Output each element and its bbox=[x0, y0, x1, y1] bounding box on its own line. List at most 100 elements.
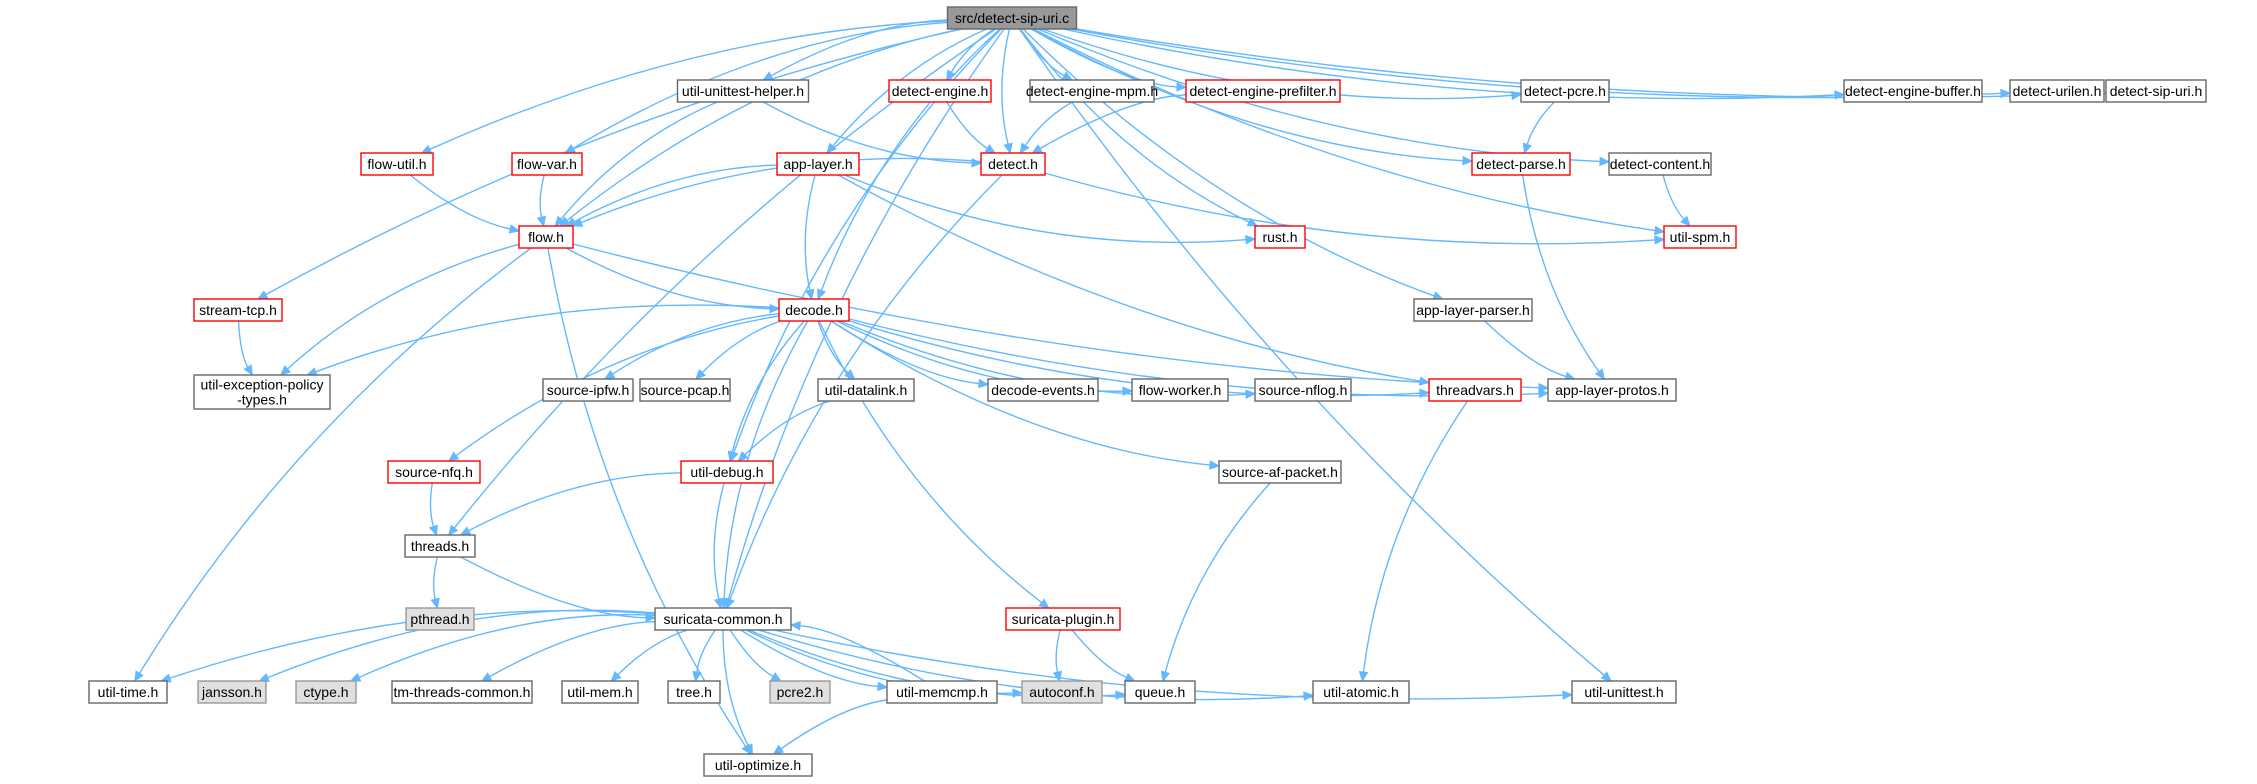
node-stream_tcp[interactable]: stream-tcp.h bbox=[193, 298, 283, 322]
node-util_unittest[interactable]: util-unittest.h bbox=[1571, 680, 1677, 704]
edge-detect_content-to-util_spm bbox=[1662, 174, 1691, 227]
edge-util_memcmp-to-util_optimize bbox=[772, 699, 888, 755]
edge-root-to-rust bbox=[1019, 28, 1259, 227]
node-box bbox=[1124, 680, 1196, 704]
edge-threads-to-pthread bbox=[430, 556, 440, 610]
node-box bbox=[680, 460, 774, 484]
node-box bbox=[639, 378, 731, 402]
node-label: app-layer-protos.h bbox=[1555, 382, 1669, 398]
node-label: util-unittest-helper.h bbox=[682, 83, 804, 99]
node-app_layer_parser[interactable]: app-layer-parser.h bbox=[1413, 298, 1533, 322]
node-detect_sip_uri[interactable]: detect-sip-uri.h bbox=[2105, 79, 2207, 103]
edge-layer bbox=[134, 19, 2108, 756]
node-flow_var[interactable]: flow-var.h bbox=[511, 152, 583, 176]
node-box bbox=[1608, 152, 1712, 176]
node-box bbox=[405, 607, 475, 631]
node-suricata_plugin[interactable]: suricata-plugin.h bbox=[1005, 607, 1121, 631]
node-label: util-optimize.h bbox=[715, 757, 801, 773]
node-detect_urilen[interactable]: detect-urilen.h bbox=[2009, 79, 2105, 103]
node-detect[interactable]: detect.h bbox=[980, 152, 1046, 176]
node-box bbox=[778, 298, 850, 322]
node-pthread[interactable]: pthread.h bbox=[405, 607, 475, 631]
edge-decode-to-source_nfq bbox=[447, 315, 780, 462]
node-flow_util[interactable]: flow-util.h bbox=[360, 152, 434, 176]
node-box bbox=[1843, 79, 1983, 103]
node-suricata_common[interactable]: suricata-common.h bbox=[654, 607, 792, 631]
node-detect_engine_mpm[interactable]: detect-engine-mpm.h bbox=[1026, 79, 1158, 103]
node-box bbox=[1185, 79, 1341, 103]
edge-suricata_common-to-ctype bbox=[349, 613, 656, 682]
node-flow_worker[interactable]: flow-worker.h bbox=[1131, 378, 1229, 402]
node-decode[interactable]: decode.h bbox=[778, 298, 850, 322]
edge-decode-to-source_ipfw bbox=[603, 312, 780, 380]
node-threads[interactable]: threads.h bbox=[404, 534, 476, 558]
node-detect_engine_buffer[interactable]: detect-engine-buffer.h bbox=[1843, 79, 1983, 103]
edge-detect-to-util_spm bbox=[1044, 172, 1666, 245]
node-unittest_helper[interactable]: util-unittest-helper.h bbox=[676, 79, 810, 103]
node-autoconf[interactable]: autoconf.h bbox=[1021, 680, 1103, 704]
node-box bbox=[1428, 378, 1522, 402]
edge-suricata_common-to-util_mem bbox=[610, 629, 688, 682]
node-box bbox=[1029, 79, 1155, 103]
node-decode_events[interactable]: decode-events.h bbox=[987, 378, 1099, 402]
edge-flow_util-to-flow bbox=[409, 174, 521, 234]
node-flow[interactable]: flow.h bbox=[518, 225, 574, 249]
node-util_debug[interactable]: util-debug.h bbox=[680, 460, 774, 484]
edge-flow-to-decode bbox=[565, 247, 781, 314]
node-box bbox=[1131, 378, 1229, 402]
node-root[interactable]: src/detect-sip-uri.c bbox=[946, 6, 1078, 30]
node-label: suricata-plugin.h bbox=[1012, 611, 1115, 627]
node-detect_pcre[interactable]: detect-pcre.h bbox=[1520, 79, 1610, 103]
node-exception_policy[interactable]: util-exception-policy-types.h bbox=[193, 374, 331, 410]
node-util_mem[interactable]: util-mem.h bbox=[561, 680, 639, 704]
node-app_layer_protos[interactable]: app-layer-protos.h bbox=[1547, 378, 1677, 402]
node-util_spm[interactable]: util-spm.h bbox=[1663, 225, 1737, 249]
node-util_datalink[interactable]: util-datalink.h bbox=[817, 378, 915, 402]
node-source_pcap[interactable]: source-pcap.h bbox=[639, 378, 731, 402]
node-label: detect-engine.h bbox=[892, 83, 989, 99]
node-label: flow-worker.h bbox=[1139, 382, 1221, 398]
node-label: autoconf.h bbox=[1029, 684, 1094, 700]
edge-detect_engine_mpm-to-detect bbox=[1019, 101, 1073, 155]
edge-app_layer-to-flow bbox=[565, 164, 778, 227]
node-detect_parse[interactable]: detect-parse.h bbox=[1471, 152, 1571, 176]
edge-app_layer_parser-to-app_layer_protos bbox=[1484, 320, 1576, 381]
node-label: util-exception-policy bbox=[201, 377, 324, 393]
node-source_af_packet[interactable]: source-af-packet.h bbox=[1218, 460, 1342, 484]
node-box bbox=[1520, 79, 1610, 103]
node-source_nflog[interactable]: source-nflog.h bbox=[1254, 378, 1352, 402]
node-rust[interactable]: rust.h bbox=[1254, 225, 1306, 249]
node-jansson[interactable]: jansson.h bbox=[197, 680, 267, 704]
node-util_optimize[interactable]: util-optimize.h bbox=[703, 753, 813, 777]
edge-source_nfq-to-threads bbox=[428, 482, 438, 537]
node-util_atomic[interactable]: util-atomic.h bbox=[1312, 680, 1410, 704]
node-app_layer[interactable]: app-layer.h bbox=[776, 152, 860, 176]
node-ctype[interactable]: ctype.h bbox=[295, 680, 357, 704]
node-box bbox=[511, 152, 583, 176]
node-detect_engine_prefilter[interactable]: detect-engine-prefilter.h bbox=[1185, 79, 1341, 103]
edge-decode-to-suricata_plugin bbox=[818, 320, 1050, 609]
edge-flow-to-app_layer_protos bbox=[572, 243, 1550, 393]
node-label: detect-parse.h bbox=[1476, 156, 1566, 172]
node-queue[interactable]: queue.h bbox=[1124, 680, 1196, 704]
node-box bbox=[561, 680, 639, 704]
node-label: util-debug.h bbox=[690, 464, 763, 480]
node-box bbox=[946, 6, 1078, 30]
node-tm_threads_common[interactable]: tm-threads-common.h bbox=[391, 680, 533, 704]
node-label: -types.h bbox=[237, 392, 287, 408]
node-box bbox=[2105, 79, 2207, 103]
edge-suricata_common-to-util_optimize bbox=[722, 629, 753, 756]
node-threadvars[interactable]: threadvars.h bbox=[1428, 378, 1522, 402]
node-tree[interactable]: tree.h bbox=[667, 680, 721, 704]
node-pcre2[interactable]: pcre2.h bbox=[769, 680, 831, 704]
edge-root-to-threads bbox=[447, 28, 997, 536]
node-util_time[interactable]: util-time.h bbox=[88, 680, 168, 704]
node-source_ipfw[interactable]: source-ipfw.h bbox=[542, 378, 634, 402]
node-util_memcmp[interactable]: util-memcmp.h bbox=[886, 680, 998, 704]
node-label: jansson.h bbox=[201, 684, 262, 700]
edge-decode-to-exception_policy bbox=[306, 304, 780, 377]
node-detect_content[interactable]: detect-content.h bbox=[1608, 152, 1712, 176]
node-source_nfq[interactable]: source-nfq.h bbox=[387, 460, 481, 484]
node-detect_engine[interactable]: detect-engine.h bbox=[888, 79, 992, 103]
